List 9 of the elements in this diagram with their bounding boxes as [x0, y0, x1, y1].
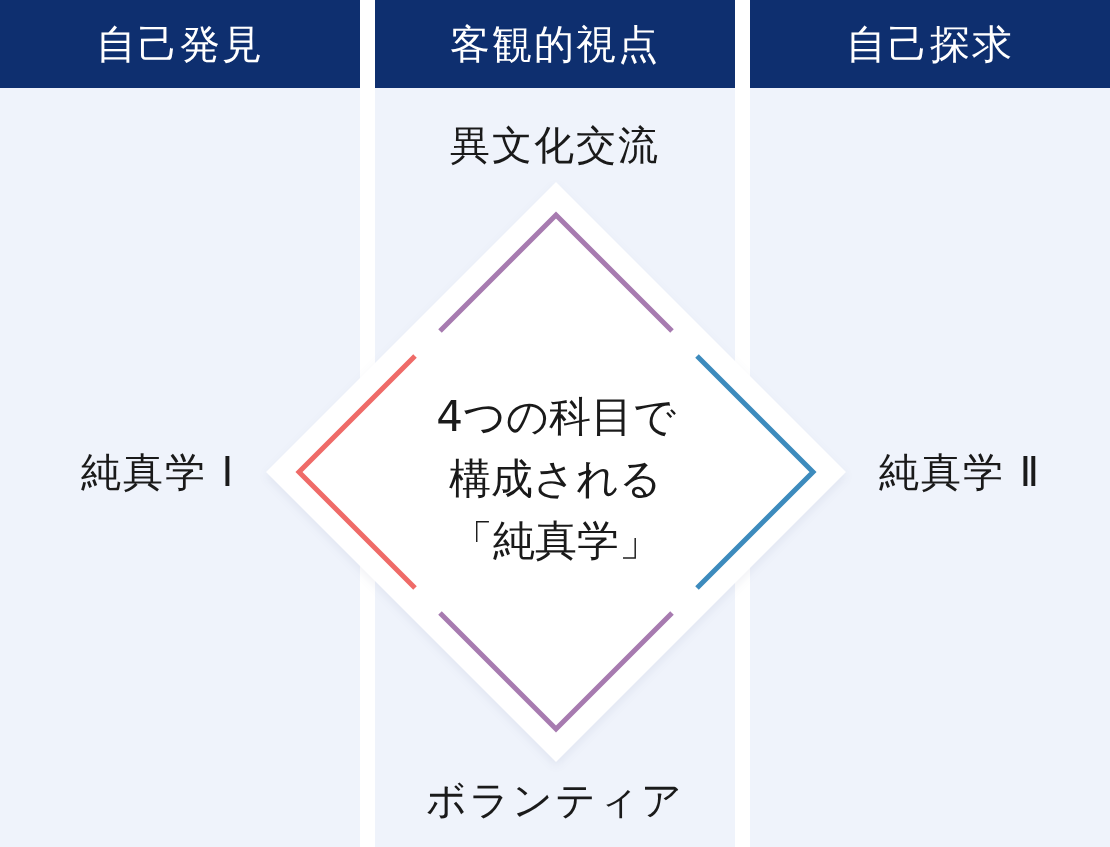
diamond-shape	[266, 182, 846, 762]
center-heading: 4つの科目で構成される「純真学」	[435, 391, 677, 568]
column-header: 自己探求	[750, 0, 1110, 88]
subject-label: 異文化交流	[450, 121, 660, 169]
column-header: 自己発見	[0, 0, 360, 88]
column-header: 客観的視点	[375, 0, 735, 88]
subject-label: 純真学 Ⅰ	[80, 448, 236, 496]
subject-label: ボランティア	[426, 776, 684, 824]
subject-label: 純真学 Ⅱ	[878, 448, 1042, 496]
